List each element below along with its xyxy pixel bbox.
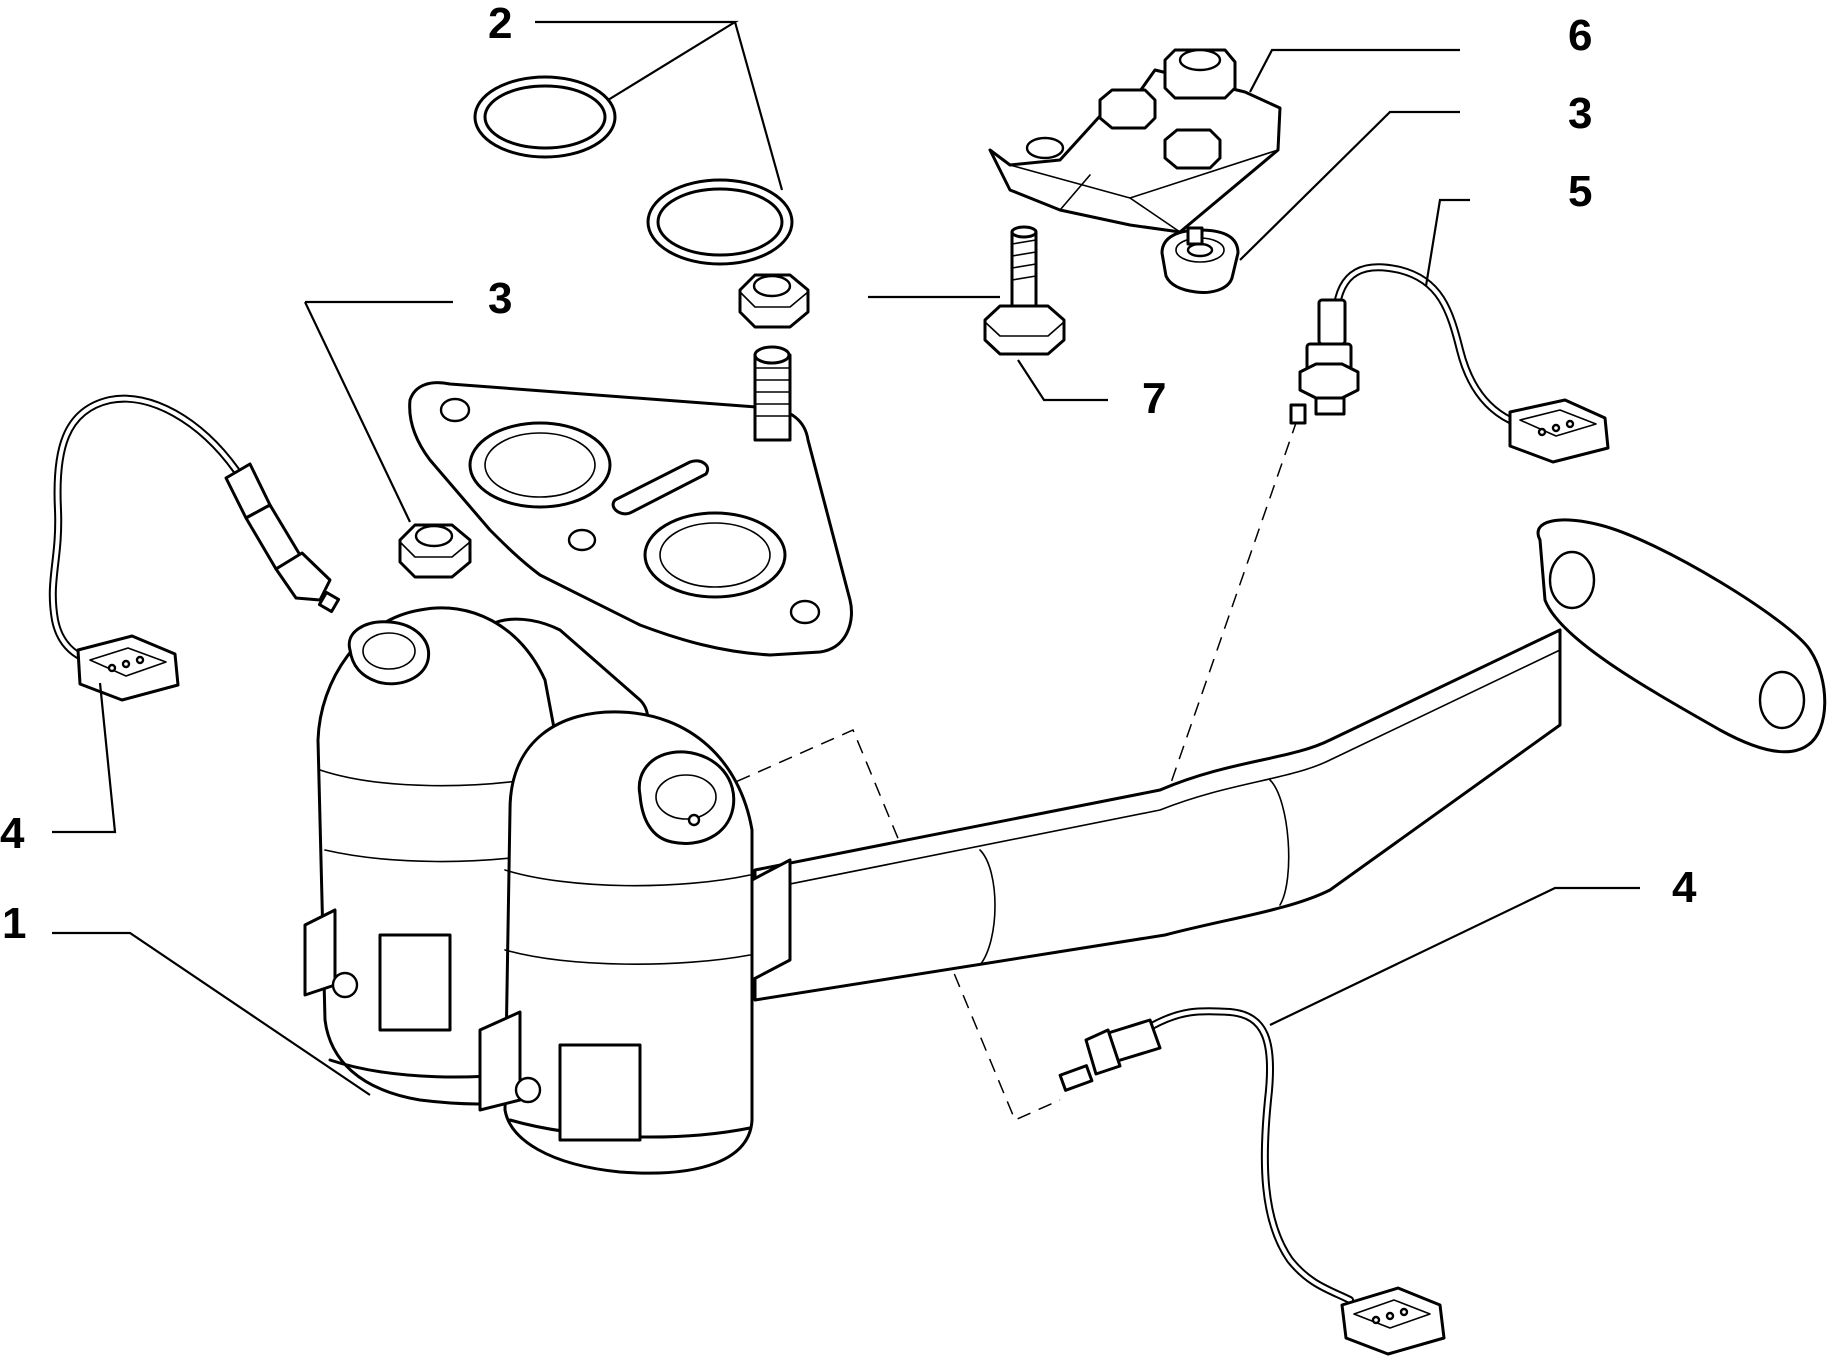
leader-lines [52,20,1640,1096]
callout-2: 2 [488,0,512,48]
callout-6: 6 [1568,11,1592,60]
stud [753,345,792,442]
connector-plug-left [76,634,180,702]
callout-3-bracket-nut: 3 [1568,89,1592,138]
callout-5: 5 [1568,167,1592,216]
bolt[interactable] [983,225,1066,356]
callout-4-left: 4 [0,809,25,858]
oxygen-sensor-lower[interactable] [1058,1007,1446,1356]
connector-plug-lower [1340,1286,1446,1356]
mounting-bracket[interactable] [988,48,1282,246]
nut-upper[interactable] [738,273,810,329]
assembly-line-upper-sensor [1164,419,1298,801]
oxygen-sensor-left[interactable] [48,394,341,702]
callout-4-lower: 4 [1672,863,1697,912]
gasket-rings[interactable] [473,75,794,266]
callout-numbers: 2 6 3 5 3 7 4 1 4 [0,0,1697,948]
callout-1: 1 [2,899,26,948]
nut-lower-left[interactable] [398,523,472,579]
connector-plug-upper [1508,398,1610,464]
exhaust-downpipe[interactable] [753,518,1827,1002]
manifold-flange[interactable] [408,345,853,657]
callout-7: 7 [1142,374,1166,423]
oxygen-sensor-upper[interactable] [1289,263,1610,464]
callout-3-manifold-nuts: 3 [488,274,512,323]
catalytic-converter[interactable] [303,606,792,1175]
flanged-nut-right[interactable] [1160,228,1240,294]
